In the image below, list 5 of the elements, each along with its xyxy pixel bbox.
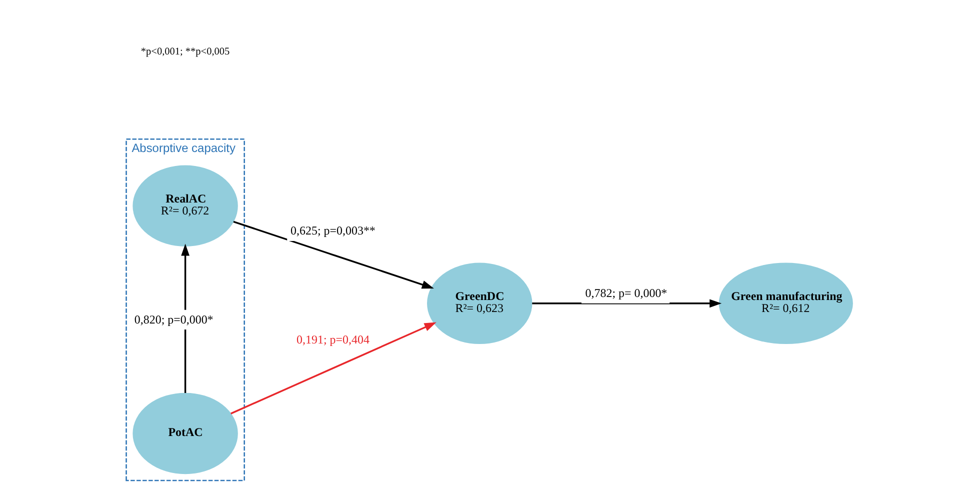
edge-label: 0,625; p=0,003** bbox=[290, 224, 375, 238]
edge-label: 0,782; p= 0,000* bbox=[584, 286, 667, 300]
edge-label: 0,820; p=0,000* bbox=[134, 312, 213, 326]
edge-label: 0,191; p=0,404 bbox=[296, 332, 369, 346]
label: *p<0,001; **p<0,005 bbox=[140, 46, 230, 58]
